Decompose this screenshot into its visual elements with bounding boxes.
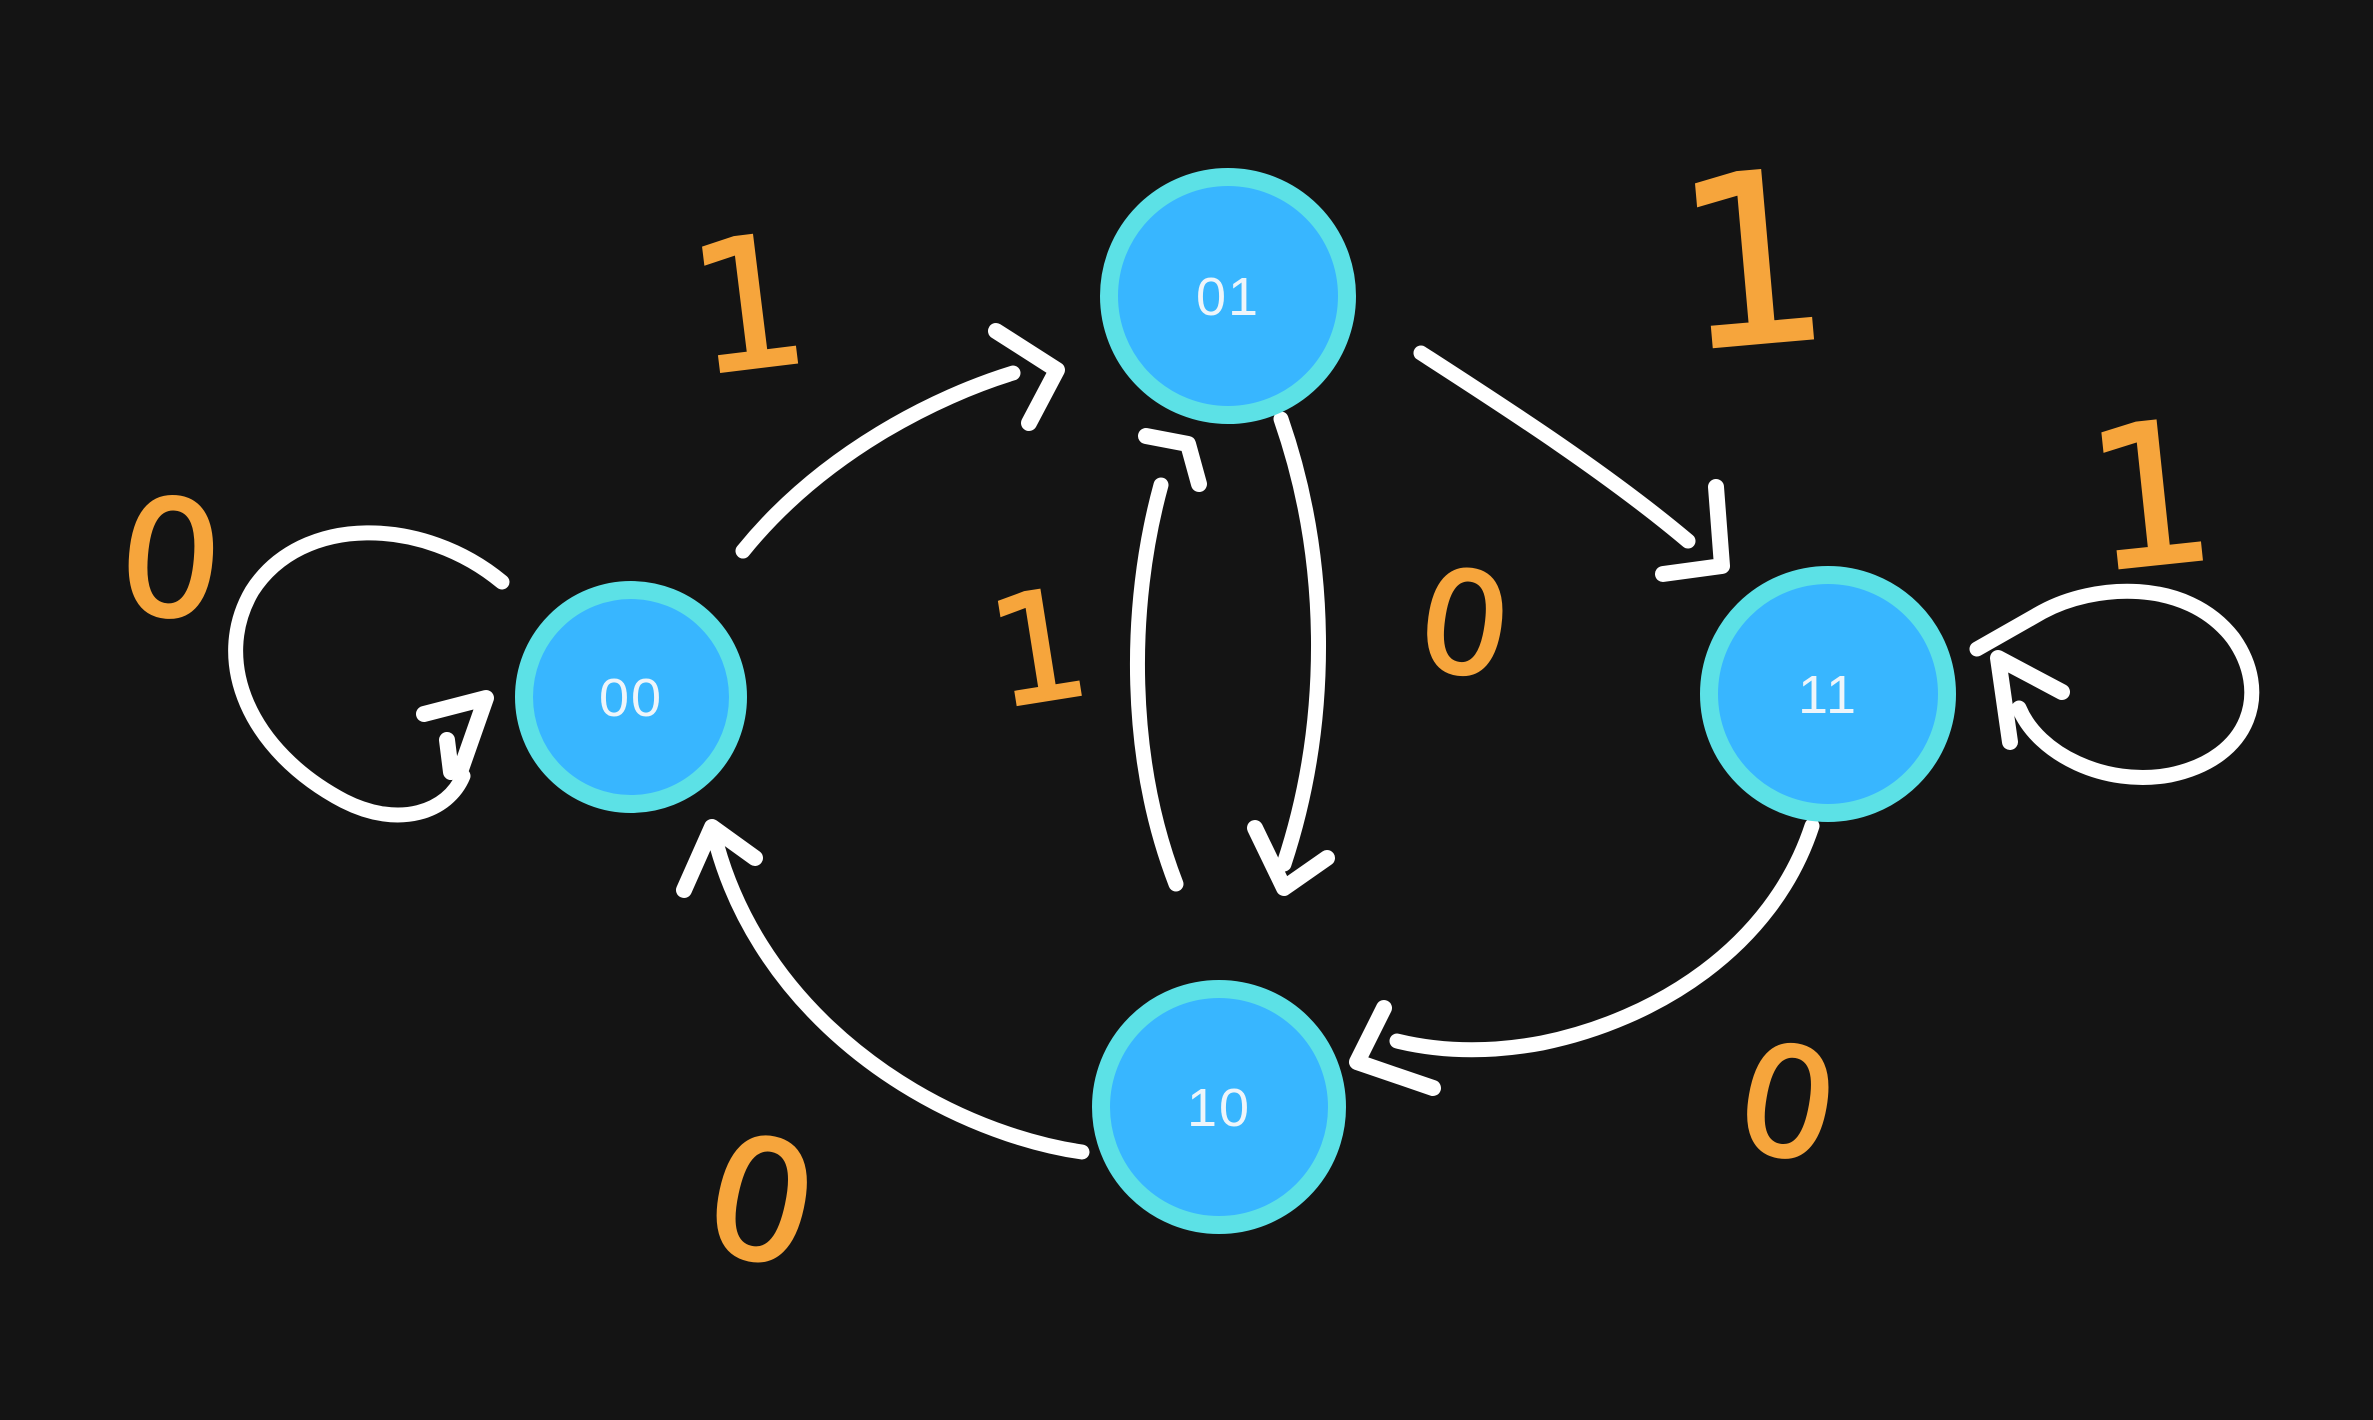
state-label-00[interactable]: 00 (599, 668, 663, 728)
state-circle-00[interactable] (515, 581, 747, 813)
state-node-11: 11 (1700, 566, 1956, 822)
arrowhead-into-00-icon[interactable] (416, 690, 494, 780)
arrowhead-into-00-bottom-icon[interactable] (676, 819, 763, 898)
edge-01-to-11[interactable] (1413, 345, 1696, 549)
state-node-01: 01 (1100, 168, 1356, 424)
edge-label-00-01[interactable]: 1 (678, 194, 820, 418)
edge-01-to-10[interactable] (1273, 411, 1326, 872)
edge-00-to-01[interactable] (735, 365, 1021, 559)
state-node-10: 10 (1092, 980, 1346, 1234)
edge-10-to-00[interactable] (709, 838, 1090, 1160)
edge-label-00-self[interactable]: 0 (110, 461, 231, 659)
arrowhead-into-11-icon[interactable] (1655, 479, 1730, 582)
edge-label-11-self[interactable]: 1 (2075, 376, 2225, 618)
edge-00-self-loop[interactable] (228, 525, 510, 823)
transition-00-00: 0 (110, 461, 510, 823)
state-label-11[interactable]: 11 (1798, 665, 1858, 725)
state-circle-10[interactable] (1092, 980, 1346, 1234)
state-node-00: 00 (515, 581, 747, 813)
arrowhead-into-01-bottom-icon[interactable] (1138, 428, 1207, 492)
transition-11-11: 1 (1969, 376, 2260, 785)
edge-11-self-loop[interactable] (1969, 583, 2260, 785)
arrowhead-into-10-right-icon[interactable] (1349, 1000, 1441, 1096)
state-label-01[interactable]: 01 (1196, 267, 1260, 327)
state-label-10[interactable]: 10 (1187, 1078, 1251, 1138)
edge-11-to-10[interactable] (1389, 818, 1820, 1058)
arrowhead-into-10-top-icon[interactable] (1247, 820, 1335, 896)
arrowhead-into-11-loop-icon[interactable] (1990, 650, 2070, 750)
transition-00-01: 1 (678, 194, 1065, 559)
state-circle-11[interactable] (1700, 566, 1956, 822)
transition-01-11: 1 (1413, 118, 1841, 582)
edge-10-to-01[interactable] (1130, 477, 1184, 892)
state-circle-01[interactable] (1100, 168, 1356, 424)
edge-label-01-11[interactable]: 1 (1665, 118, 1841, 406)
arrowhead-into-01-icon[interactable] (988, 323, 1065, 431)
